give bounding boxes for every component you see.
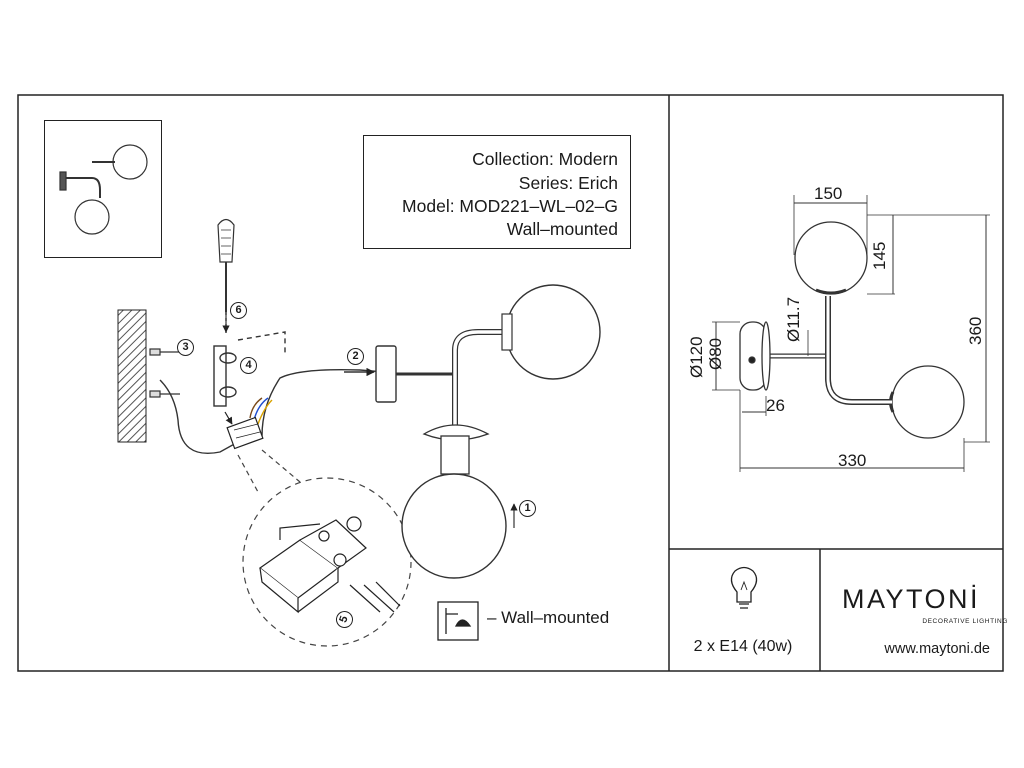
- lower-globe: [401, 473, 507, 579]
- detail-terminal-enlarged: [258, 516, 401, 614]
- upper-socket: [501, 313, 513, 351]
- light-bulb-icon: [730, 566, 758, 609]
- dim-total-width: 330: [838, 451, 867, 470]
- upper-globe: [505, 284, 601, 380]
- detail-callout: [237, 449, 412, 647]
- dim-width-top: 150: [814, 184, 843, 203]
- model-label: Model: MOD221–WL–02–G: [402, 196, 618, 216]
- wiring: [159, 368, 385, 454]
- lamp-spec: 2 x E14 (40w): [693, 638, 793, 655]
- step-marker-2: 2: [347, 348, 364, 365]
- mounting-label: Wall–mounted: [506, 219, 618, 239]
- collection-label: Collection: Modern: [472, 149, 618, 169]
- dim-base-outer: Ø120: [687, 336, 706, 378]
- step-marker-6: 6: [230, 302, 247, 319]
- wall-screws: [149, 348, 180, 398]
- outer-frame: [17, 94, 1004, 672]
- wall-mounted-legend: – Wall–mounted: [487, 608, 610, 627]
- website-link[interactable]: www.maytoni.de: [884, 641, 990, 657]
- screwdriver: [217, 218, 235, 333]
- lower-socket: [422, 424, 490, 475]
- series-label: Series: Erich: [518, 173, 618, 193]
- step-marker-4: 4: [240, 357, 257, 374]
- dim-base-depth: 26: [766, 396, 785, 415]
- dim-tube-diameter: Ø11.7: [784, 296, 803, 342]
- thumbnail-box: [44, 120, 162, 258]
- product-info-box: Collection: Modern Series: Erich Model: …: [363, 135, 631, 249]
- brand-tagline: DECORATIVE LIGHTING: [922, 618, 1008, 625]
- step-marker-3: 3: [177, 339, 194, 356]
- dimension-drawing: [712, 195, 990, 472]
- dim-total-height: 360: [966, 316, 985, 345]
- fixture-assembly: [344, 329, 505, 426]
- wall-hatch: [117, 309, 147, 443]
- wall-mounted-icon: [437, 601, 479, 641]
- dim-base-inner: Ø80: [706, 337, 725, 370]
- mounting-bracket: [213, 300, 286, 407]
- dim-globe-height: 145: [870, 241, 889, 270]
- step-marker-1: 1: [519, 500, 536, 517]
- terminal-block: [224, 411, 264, 450]
- thumbnail-product-sketch: [59, 144, 148, 235]
- brand-logo: MAYTONİ: [841, 584, 980, 614]
